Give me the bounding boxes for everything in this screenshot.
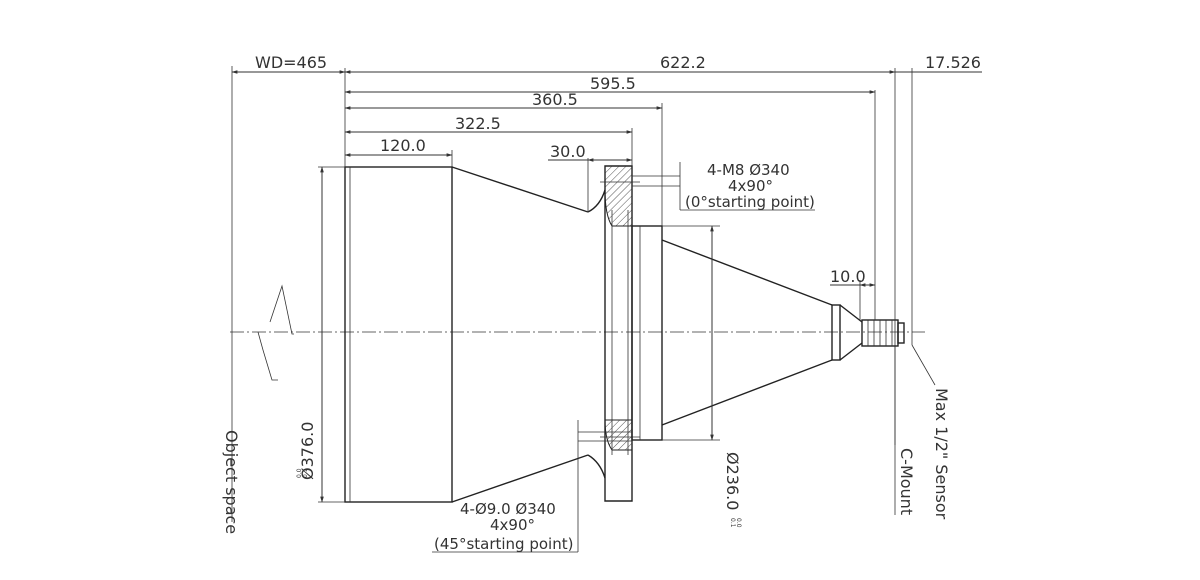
dim-10: 10.0	[830, 267, 866, 286]
dim-dia-376: Ø376.0	[298, 422, 317, 480]
dimension-lines	[231, 70, 982, 553]
dim-595: 595.5	[590, 74, 636, 93]
hole-note-line-2: 4x90°	[490, 516, 535, 534]
thread-note: 4-M8 Ø340 4x90° (0°starting point)	[685, 161, 815, 211]
dim-622: 622.2	[660, 53, 706, 72]
dim-dia-376-group: Ø376.0 0.0 0.1	[296, 422, 317, 480]
flange-section-bottom	[604, 419, 633, 451]
dim-dia-236-tol-top: 0.0	[735, 518, 742, 528]
dimension-texts: WD=465 622.2 17.526 595.5 360.5 322.5 12…	[255, 53, 981, 528]
dim-dia-376-tol-bottom: 0.1	[302, 468, 309, 478]
lens-body	[344, 165, 905, 503]
hole-note: 4-Ø9.0 Ø340 4x90° (45°starting point)	[434, 500, 573, 553]
thread-note-line-3: (0°starting point)	[685, 193, 815, 211]
c-mount-label: C-Mount	[897, 448, 916, 515]
hole-note-line-1: 4-Ø9.0 Ø340	[460, 500, 556, 518]
dim-17-526: 17.526	[925, 53, 981, 72]
hole-note-line-3: (45°starting point)	[434, 535, 573, 553]
object-space-label: Object space	[222, 430, 241, 534]
object-plane	[231, 66, 294, 522]
thread-note-line-2: 4x90°	[728, 177, 773, 195]
dim-dia-236: Ø236.0	[723, 452, 742, 510]
dim-120: 120.0	[380, 136, 426, 155]
dim-dia-236-tol-bottom: 0.1	[729, 518, 736, 528]
flange-section-top	[604, 165, 633, 227]
dim-wd: WD=465	[255, 53, 327, 72]
dim-dia-376-tol-top: 0.0	[296, 468, 303, 478]
dim-360: 360.5	[532, 90, 578, 109]
dim-322: 322.5	[455, 114, 501, 133]
dim-30: 30.0	[550, 142, 586, 161]
thread-note-line-1: 4-M8 Ø340	[707, 161, 790, 179]
dim-dia-236-group: Ø236.0 0.0 0.1	[723, 452, 742, 528]
sensor-label: Max 1/2" Sensor	[932, 388, 951, 520]
